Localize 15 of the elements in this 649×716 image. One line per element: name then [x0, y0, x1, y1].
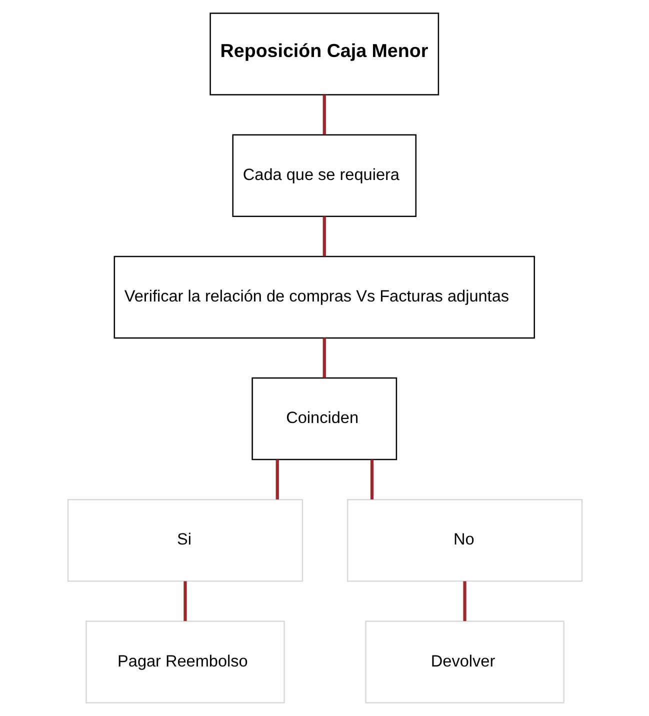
- node-box: Pagar Reembolso: [85, 620, 284, 704]
- connector: [322, 94, 326, 135]
- connector: [322, 216, 326, 256]
- node-box: Cada que se requiera: [232, 134, 416, 217]
- connector: [275, 460, 278, 500]
- node-box: Reposición Caja Menor: [209, 12, 439, 96]
- connector: [370, 460, 374, 500]
- node-box: No: [346, 499, 582, 582]
- node-box: Coinciden: [251, 377, 397, 460]
- connector: [322, 338, 326, 378]
- connector: [183, 581, 186, 622]
- node-box: Devolver: [364, 620, 564, 704]
- node-box: Si: [66, 499, 303, 582]
- connector: [462, 581, 466, 622]
- node-box: Verificar la relación de compras Vs Facturas adjuntas: [113, 256, 534, 339]
